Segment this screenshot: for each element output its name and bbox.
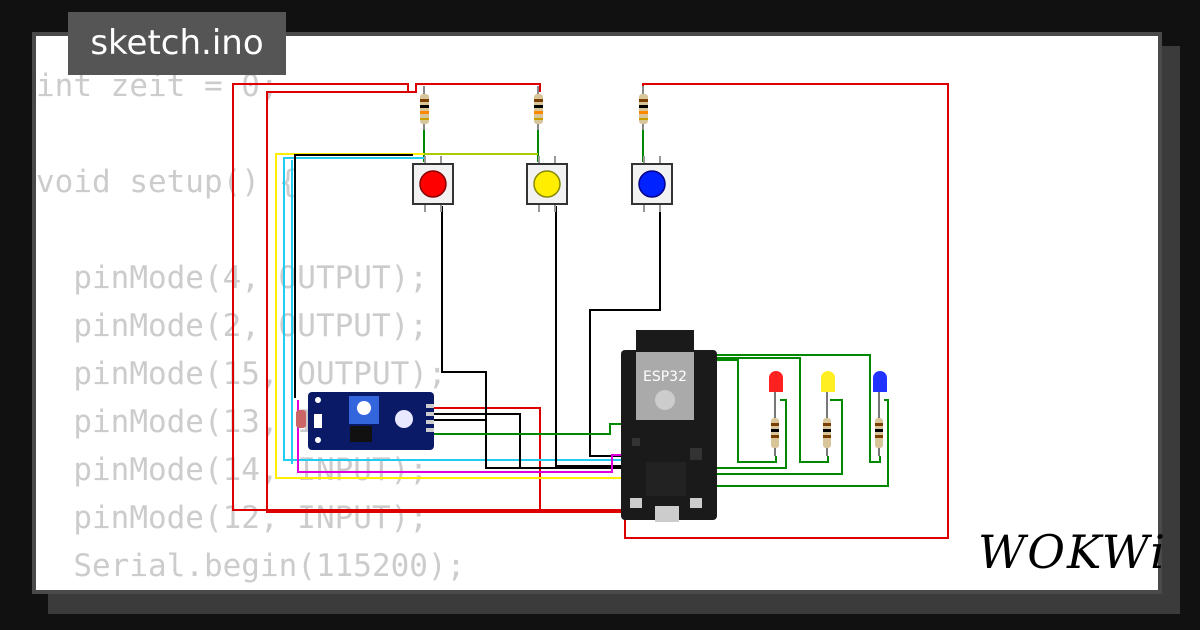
wire-green-led-3 xyxy=(714,399,787,469)
code-line: pinMode(4, OUTPUT); xyxy=(36,260,428,296)
blue-button[interactable] xyxy=(631,156,673,212)
yellow-led xyxy=(821,371,835,456)
leds xyxy=(769,371,887,456)
wire-black-btn3 xyxy=(589,206,661,457)
wire-red-left-outer xyxy=(232,83,625,511)
code-line: pinMode(12, INPUT); xyxy=(36,500,428,536)
filename-tag: sketch.ino xyxy=(68,12,286,75)
button-resistors xyxy=(420,86,648,130)
wire-magenta xyxy=(297,400,625,473)
wire-red-left-inner xyxy=(266,83,625,513)
push-buttons xyxy=(412,156,673,212)
board-label: ESP32 xyxy=(643,369,687,385)
code-line: Serial.begin(115200); xyxy=(36,548,466,584)
wire-black-btn2 xyxy=(555,206,625,467)
wire-cyan xyxy=(283,157,625,461)
code-line: pinMode(14, INPUT); xyxy=(36,452,428,488)
red-led xyxy=(769,371,783,456)
yellow-button[interactable] xyxy=(526,156,568,212)
blue-led xyxy=(873,371,887,456)
resistor-2 xyxy=(534,86,543,130)
code-line: pinMode(2, OUTPUT); xyxy=(36,308,428,344)
wire-black-btn1 xyxy=(441,206,625,469)
wokwi-logo: WOKWi xyxy=(978,524,1167,580)
resistor-3 xyxy=(639,86,648,130)
esp32-board[interactable]: ESP32 xyxy=(621,330,717,522)
code-line: pinMode(15, OUTPUT); xyxy=(36,356,447,392)
preview-card xyxy=(32,32,1162,594)
resistor-1 xyxy=(420,86,429,130)
wire-black-sensor-1 xyxy=(434,413,521,468)
light-sensor-module[interactable] xyxy=(296,392,434,450)
wire-green-led-red xyxy=(714,359,777,463)
wire-green-sensor xyxy=(434,423,625,435)
wire-green-led-2 xyxy=(714,399,843,475)
wire-red-right xyxy=(624,83,949,539)
wire-green-led-top xyxy=(714,354,871,378)
wire-green-led-yellow xyxy=(714,357,829,463)
red-button[interactable] xyxy=(412,156,454,212)
wires xyxy=(232,83,949,539)
wire-green-led-4 xyxy=(869,378,881,463)
logo-text: WOKWi xyxy=(978,525,1167,579)
wire-green-led-blue xyxy=(714,399,889,487)
wire-black-left xyxy=(294,154,413,398)
